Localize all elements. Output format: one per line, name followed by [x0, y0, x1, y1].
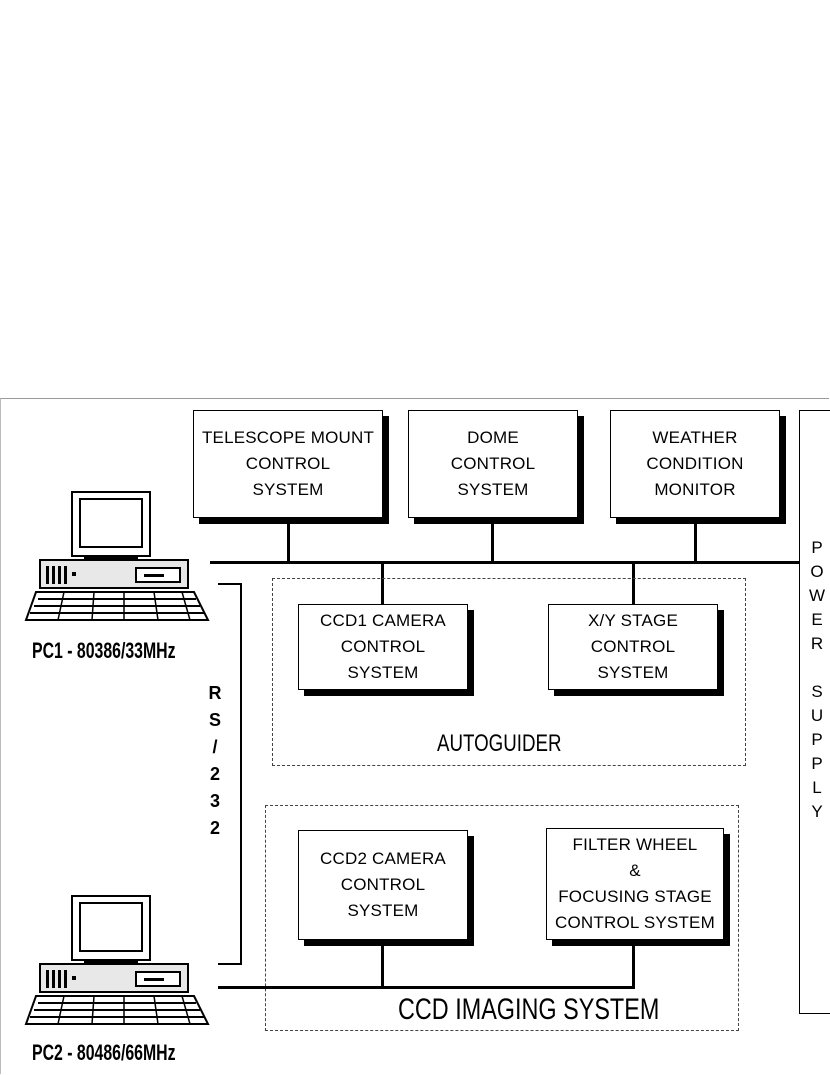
power-supply-char: W [808, 586, 826, 605]
filter-wheel-box: FILTER WHEEL & FOCUSING STAGE CONTROL SY… [546, 828, 724, 940]
dome-bus-connector [491, 524, 494, 562]
rs232-link-vertical [240, 583, 242, 964]
ccd2-camera-label: CCD2 CAMERA CONTROL SYSTEM [320, 849, 446, 920]
power-supply-char: R [810, 634, 824, 653]
autoguider-label: AUTOGUIDER [437, 730, 562, 757]
rs232-char: / [212, 737, 218, 757]
ccd-imaging-group [265, 805, 739, 1031]
pc2-computer-icon [24, 895, 210, 1025]
power-supply-box [799, 410, 830, 1014]
xy-stage-box: X/Y STAGE CONTROL SYSTEM [548, 604, 718, 690]
pc1-computer-icon [24, 491, 210, 621]
pc2-bus [218, 986, 635, 989]
power-supply-char: E [811, 610, 823, 629]
ccd-imaging-label: CCD IMAGING SYSTEM [398, 993, 660, 1026]
dome-control-label: DOME CONTROL SYSTEM [450, 428, 536, 499]
power-supply-char: P [811, 538, 823, 557]
ccd2-bus-connector [381, 946, 384, 988]
filter-wheel-label: FILTER WHEEL & FOCUSING STAGE CONTROL SY… [555, 835, 715, 932]
rs232-label: R S / 2 3 2 [205, 680, 225, 842]
pc1-label: PC1 - 80386/33MHz [32, 638, 176, 663]
rs232-char: 2 [209, 764, 220, 784]
ccd1-camera-label: CCD1 CAMERA CONTROL SYSTEM [320, 611, 446, 682]
ccd1-camera-box: CCD1 CAMERA CONTROL SYSTEM [298, 604, 468, 690]
weather-monitor-label: WEATHER CONDITION MONITOR [646, 428, 744, 499]
rs232-char: 3 [209, 791, 220, 811]
rs232-link-top [218, 583, 242, 585]
weather-bus-connector [694, 524, 697, 562]
power-supply-char: O [810, 562, 824, 581]
filter-wheel-bus-connector [632, 946, 635, 988]
power-supply-char: P [811, 730, 823, 749]
rs232-char: R [208, 683, 222, 703]
autoguider-group [272, 578, 746, 766]
rs232-link-bottom [218, 963, 242, 965]
power-supply-label: P O W E R S U P P L Y [806, 536, 828, 824]
dome-control-box: DOME CONTROL SYSTEM [408, 410, 578, 518]
ccd2-camera-box: CCD2 CAMERA CONTROL SYSTEM [298, 830, 468, 940]
pc2-label: PC2 - 80486/66MHz [32, 1040, 176, 1065]
rs232-char: S [208, 710, 221, 730]
power-supply-char: P [811, 754, 823, 773]
weather-monitor-box: WEATHER CONDITION MONITOR [610, 410, 780, 518]
ccd1-bus-connector [381, 563, 384, 605]
power-supply-char: S [811, 682, 823, 701]
rs232-char: 2 [209, 818, 220, 838]
pc1-bus [210, 561, 800, 564]
telescope-bus-connector [287, 524, 290, 562]
telescope-mount-label: TELESCOPE MOUNT CONTROL SYSTEM [201, 428, 375, 499]
power-supply-char: L [812, 778, 822, 797]
diagram-frame [0, 398, 829, 1074]
xy-stage-label: X/Y STAGE CONTROL SYSTEM [588, 611, 678, 682]
power-supply-char: Y [811, 802, 823, 821]
xy-stage-bus-connector [632, 563, 635, 605]
telescope-mount-box: TELESCOPE MOUNT CONTROL SYSTEM [193, 410, 383, 518]
power-supply-char: U [810, 706, 824, 725]
